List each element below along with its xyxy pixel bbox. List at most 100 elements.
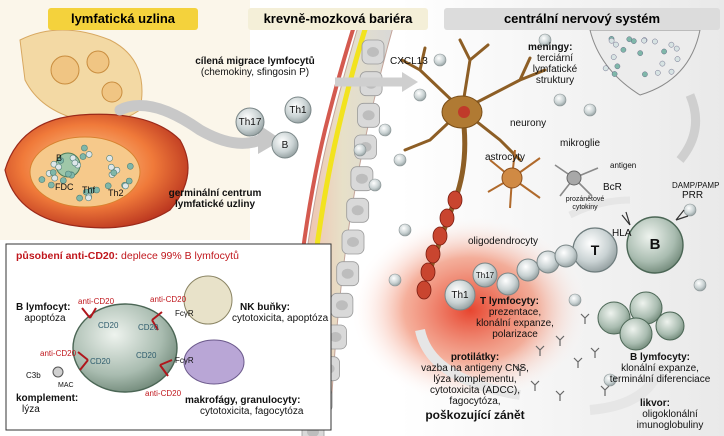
antibody: [555, 390, 565, 401]
inset-cd20b: CD20: [138, 323, 159, 332]
header-lymph: lymfatická uzlina: [48, 8, 198, 30]
meningeal-dot: [674, 56, 681, 62]
lymphocyte-dot: [88, 187, 95, 194]
myelin-segment: [447, 190, 463, 210]
label-thf: Thf: [82, 185, 96, 195]
label-th1: Th1: [289, 105, 307, 116]
follicle: [50, 55, 80, 85]
lymphocyte-dot: [110, 169, 118, 177]
inset-b-desc: apoptóza: [24, 313, 66, 324]
inset-macrophage: [183, 339, 245, 385]
inset-nk-desc: cytotoxicita, apoptóza: [232, 313, 329, 324]
inset-k-title: komplement:: [16, 393, 79, 404]
t-cell: [516, 258, 540, 282]
inset-anti4: anti-CD20: [145, 389, 182, 398]
protilatky-l2: lýza komplementu,: [433, 374, 517, 385]
small-cell: [603, 373, 617, 387]
meningy-l2: lymfatické: [532, 64, 578, 75]
antibody: [515, 365, 525, 376]
small-cell: [683, 203, 697, 217]
b-cell-big: [626, 216, 684, 274]
inset-title-rest: deplece 99% B lymfocytů: [118, 250, 239, 262]
lymphocyte-dot: [85, 194, 92, 202]
germinal-center: [29, 136, 141, 208]
label-damp: DAMP/PAMP: [672, 181, 720, 190]
lymphocyte-dot: [65, 170, 72, 178]
myelin-segment: [439, 208, 455, 228]
inflammation-label: poškozující zánět: [425, 408, 525, 422]
label-astrocyty: astrocyty: [485, 152, 526, 163]
protilatky-title: protilátky:: [450, 352, 500, 363]
meningeal-dot: [668, 68, 675, 75]
meningeal-dot: [610, 54, 617, 60]
protilatky-l3: cytotoxicita (ADCC),: [429, 385, 520, 396]
endothelial-nucleus: [329, 332, 342, 342]
inset-c3b: C3b: [26, 371, 41, 380]
small-cell: [393, 153, 407, 167]
label-hla: HLA: [612, 228, 632, 239]
lymphocyte-dot: [49, 169, 57, 176]
small-cell: [398, 223, 412, 237]
meningeal-dot: [602, 65, 609, 72]
cycle-arrow: [415, 328, 521, 400]
endothelial-nucleus: [335, 300, 348, 311]
label-neurony: neurony: [510, 118, 547, 129]
meningeal-dot: [608, 37, 615, 44]
t-lymfocyty-l3: polarizace: [492, 329, 538, 340]
b-cell-migrating: [271, 131, 299, 159]
header-bbb: krevně-mozková bariéra: [248, 8, 428, 30]
small-cells: [353, 33, 707, 387]
inset-nk-title: NK buňky:: [240, 302, 290, 313]
antibody: [580, 313, 590, 324]
endothelial-nucleus: [341, 268, 354, 279]
lymphocyte-dot: [85, 151, 93, 158]
label-b-migr: B: [281, 140, 289, 151]
protilatky-l1: vazba na antigeny CNS,: [421, 363, 529, 374]
endothelial-nucleus: [362, 110, 375, 121]
meningeal-dot: [661, 48, 667, 55]
label-th1-cns: Th1: [451, 290, 469, 301]
antibody: [600, 385, 610, 396]
meningeal-dot: [668, 41, 675, 48]
inset-m-desc: cytotoxicita, fagocytóza: [200, 406, 304, 417]
inset-title-bold: působení anti-CD20:: [16, 250, 119, 262]
migration-arrow: [114, 100, 266, 149]
inset-m-title: makrofágy, granulocyty:: [185, 395, 301, 406]
inset-antibodies: [77, 307, 173, 377]
th1-cell: [284, 96, 312, 124]
inset-nk-cell: [183, 275, 233, 325]
t-lymfocyty-title: T lymfocyty:: [480, 296, 539, 307]
label-cytokiny1: prozánětové: [565, 196, 605, 203]
antibodies: [515, 313, 610, 401]
small-cell: [378, 123, 392, 137]
endothelial-nucleus: [347, 237, 359, 247]
small-cell: [538, 33, 552, 47]
inset-k-desc: lýza: [22, 404, 40, 415]
small-cell: [568, 293, 582, 307]
antibody: [573, 357, 583, 368]
lymphocyte-dot: [79, 153, 87, 160]
label-prr: PRR: [682, 190, 704, 201]
mac-complex: [52, 366, 64, 378]
meningeal-dot: [655, 70, 661, 76]
myelin-segment: [425, 244, 441, 264]
small-cell: [553, 93, 567, 107]
inset-cd20c: CD20: [90, 357, 111, 366]
t-cell-chain: [496, 244, 578, 296]
b-lymfocyty-title: B lymfocyty:: [630, 352, 691, 363]
label-bcr: BcR: [603, 182, 622, 193]
migration-arrowhead: [258, 124, 282, 154]
meningeal-dot: [611, 71, 618, 77]
lymphocyte-dot: [55, 163, 62, 171]
label-th17: Th17: [238, 117, 262, 128]
lymphocyte-dot: [104, 182, 112, 190]
b-lymfocyty-l1: klonální expanze,: [621, 363, 699, 374]
lymphocyte-dot: [81, 144, 88, 152]
meningeal-dot: [641, 37, 647, 44]
label-th17-cns: Th17: [475, 271, 495, 280]
antibody: [590, 347, 600, 358]
lymphocyte-dot: [127, 163, 134, 170]
lymphocyte-dot: [76, 194, 83, 202]
